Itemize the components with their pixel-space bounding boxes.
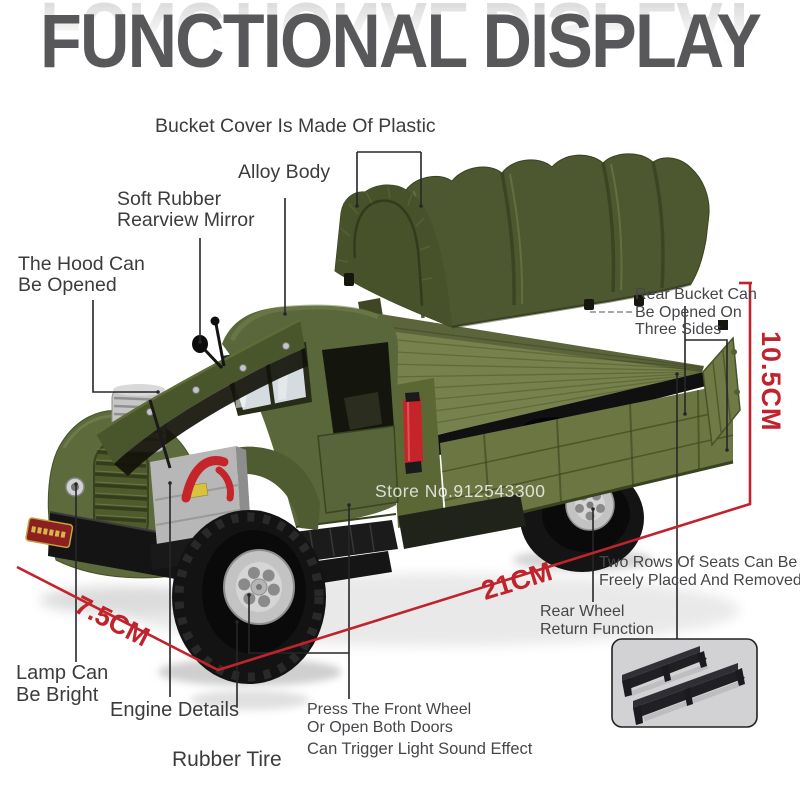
callout-front-wheel-doors: Press The Front Wheel Or Open Both Doors <box>307 701 471 736</box>
callout-bucket-cover: Bucket Cover Is Made Of Plastic <box>155 116 436 137</box>
seat-rail <box>622 646 707 697</box>
license-plate <box>25 517 74 549</box>
callout-seats: Two Rows Of Seats Can Be Freely Placed A… <box>599 554 800 589</box>
callout-text: Be Opened On <box>635 303 742 321</box>
mirror-arm <box>203 348 224 370</box>
callout-rear-wheel: Rear Wheel Return Function <box>540 603 654 638</box>
callout-text: Three Sides <box>635 321 722 338</box>
callout-lamp: Lamp Can Be Bright <box>16 662 109 706</box>
title-reflection: FUNCTIONAL DISPLAY <box>40 0 761 71</box>
callout-text: Rear Wheel <box>540 603 625 620</box>
callout-text: Bucket Cover Is Made Of Plastic <box>155 115 436 137</box>
dimension-lines <box>16 281 752 672</box>
red-cylinder <box>403 392 423 474</box>
bucket-cover-canopy <box>334 153 710 329</box>
chassis <box>398 494 526 549</box>
callout-text: Rubber Tire <box>172 748 282 771</box>
callout-light-sound: Can Trigger Light Sound Effect <box>307 740 533 759</box>
callout-text: The Hood Can <box>18 253 145 275</box>
callout-text: Be Opened <box>18 274 117 296</box>
seat-rail <box>633 663 745 725</box>
callout-text: Two Rows Of Seats Can Be <box>599 554 798 571</box>
callout-rear-bucket: Rear Bucket Can Be Opened On Three Sides <box>635 286 757 339</box>
callout-text: Be Bright <box>16 683 99 706</box>
callout-hood: The Hood Can Be Opened <box>18 254 145 296</box>
seats-inset-image <box>611 638 758 728</box>
page-title: FUNCTIONAL DISPLAY FUNCTIONAL DISPLAY <box>0 0 800 142</box>
callout-lines <box>74 151 729 707</box>
rearview-mirror <box>192 335 208 353</box>
dimension-height: 10.5CM <box>756 331 786 432</box>
callout-engine: Engine Details <box>110 699 239 722</box>
open-hood <box>95 316 308 476</box>
title-text: FUNCTIONAL DISPLAY <box>40 0 762 84</box>
callout-text: Soft Rubber <box>117 188 222 210</box>
callout-rubber-tire: Rubber Tire <box>172 748 282 772</box>
callout-text: Alloy Body <box>238 161 331 183</box>
callout-rearview-mirror: Soft Rubber Rearview Mirror <box>117 189 255 231</box>
callout-text: Press The Front Wheel <box>307 701 472 718</box>
side-step <box>294 520 398 584</box>
callout-text: Freely Placed And Removed <box>599 571 800 589</box>
callout-alloy-body: Alloy Body <box>238 162 330 183</box>
red-hose <box>181 456 229 503</box>
headlight <box>65 477 85 497</box>
bed-side-panel <box>440 383 734 532</box>
callout-text: Return Function <box>540 620 654 638</box>
callout-text: Can Trigger Light Sound Effect <box>307 740 533 758</box>
door-panel <box>317 425 399 514</box>
callout-text: Lamp Can <box>16 662 109 684</box>
callout-text: Rearview Mirror <box>117 209 255 231</box>
callout-text: Engine Details <box>110 699 239 721</box>
callout-text: Or Open Both Doors <box>307 718 453 736</box>
callout-text: Rear Bucket Can <box>635 286 757 303</box>
truck-model-image <box>25 153 741 684</box>
store-watermark: Store No.912543300 <box>375 481 546 501</box>
